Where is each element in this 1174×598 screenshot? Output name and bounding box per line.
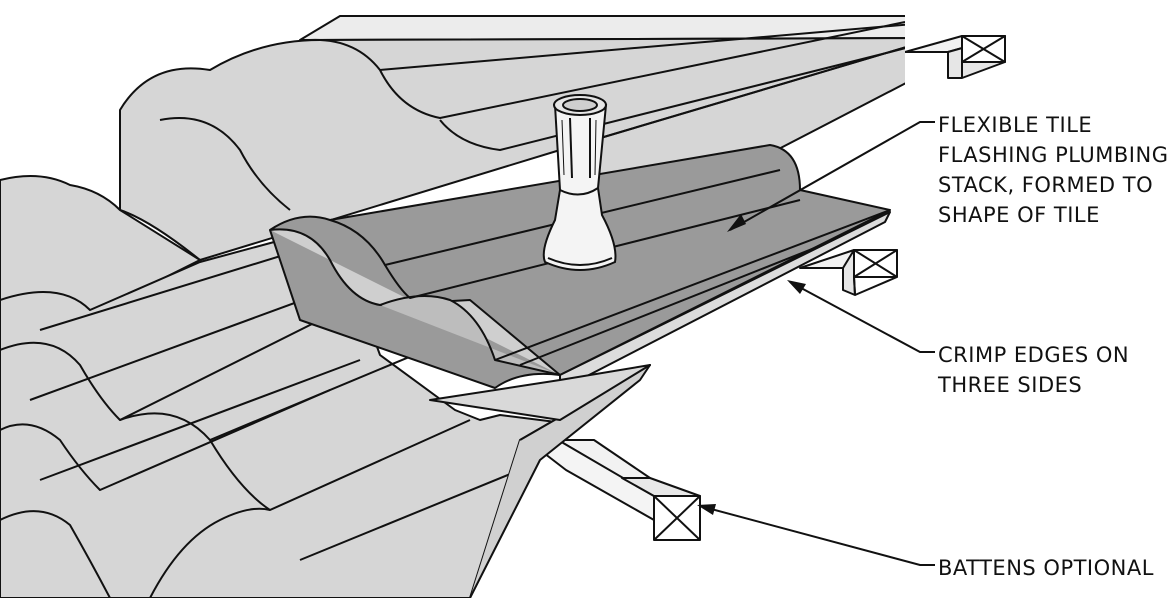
callout-flashing-line4: SHAPE OF TILE [938, 203, 1100, 227]
batten-bottom [539, 439, 701, 541]
batten-top [904, 35, 1006, 79]
stack-pipe [553, 104, 608, 196]
callout-flashing: FLEXIBLE TILE FLASHING PLUMBING STACK, F… [727, 113, 1169, 232]
callout-battens-line1: BATTENS OPTIONAL [938, 556, 1154, 580]
batten-middle [799, 249, 898, 296]
callout-flashing-line1: FLEXIBLE TILE [938, 113, 1092, 137]
callout-crimp: CRIMP EDGES ON THREE SIDES [787, 280, 1129, 397]
callout-crimp-line2: THREE SIDES [937, 373, 1082, 397]
callout-flashing-line3: STACK, FORMED TO [938, 173, 1153, 197]
tiles-lower [0, 234, 651, 598]
battens [539, 35, 1006, 541]
callout-battens: BATTENS OPTIONAL [697, 504, 1154, 580]
callout-flashing-line2: FLASHING PLUMBING [938, 143, 1169, 167]
stack-boot [542, 186, 617, 271]
plumbing-stack [542, 94, 617, 271]
callout-crimp-line1: CRIMP EDGES ON [938, 343, 1129, 367]
